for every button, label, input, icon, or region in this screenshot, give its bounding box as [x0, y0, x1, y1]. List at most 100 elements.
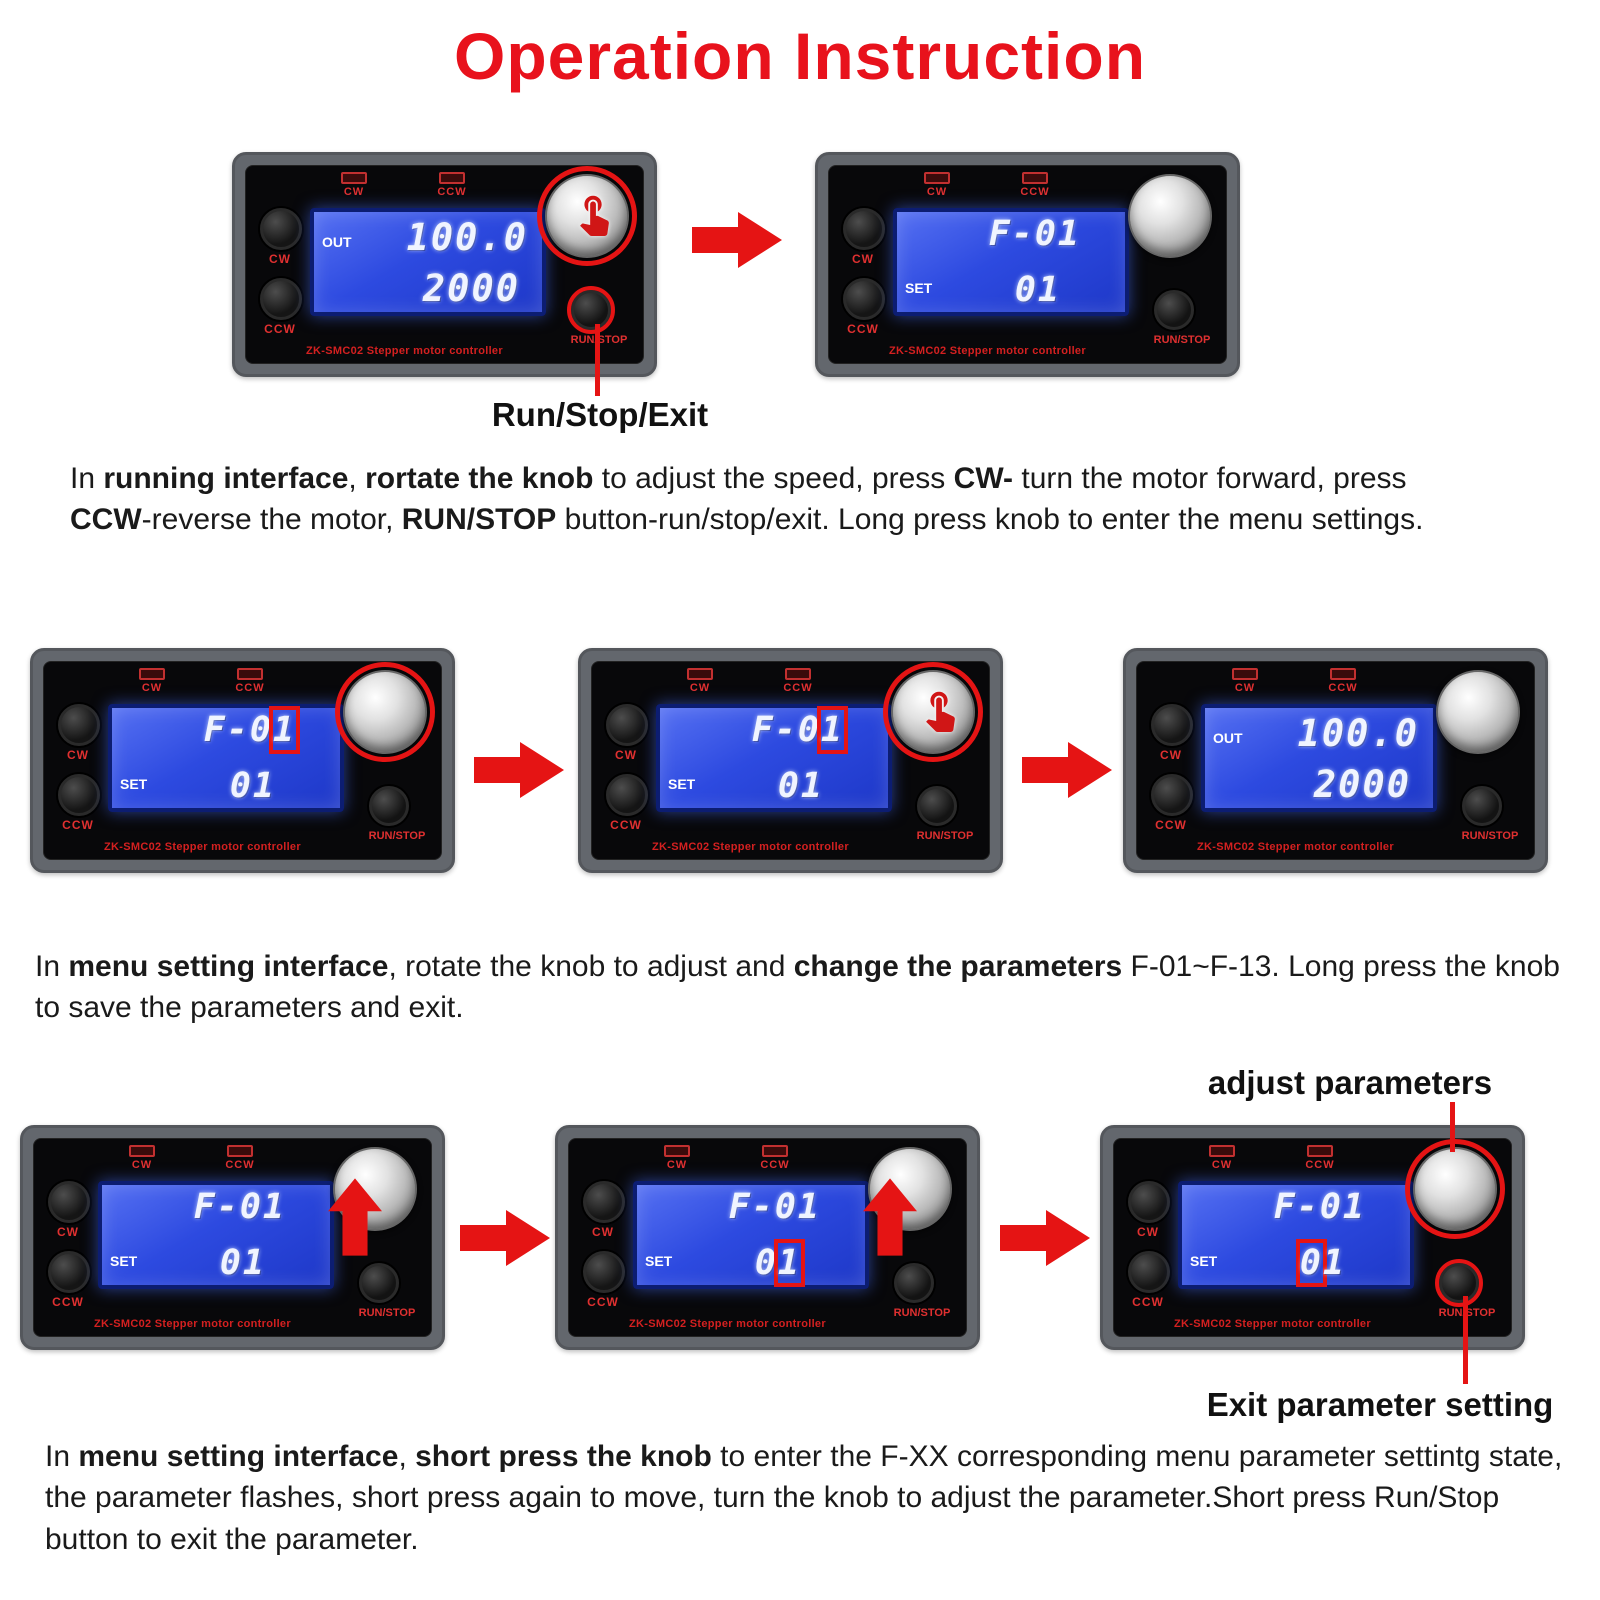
run-stop-button[interactable]: [1154, 290, 1194, 330]
lcd-menu-value: 01: [1300, 1243, 1346, 1283]
controller-panel: CW CCW CW CCW F-01 SET 01 RUN/STOP ZK-SM…: [591, 661, 990, 860]
controller-menu-6: CW CCW CW CCW F-01 SET 01 RUN/STOP ZK-SM…: [1100, 1125, 1525, 1350]
ccw-led-group: CCW: [1323, 668, 1363, 694]
lcd-menu-value: 01: [778, 766, 824, 806]
knob-highlight-ring: [537, 166, 637, 266]
lcd-display: F-01 SET 01: [893, 208, 1129, 316]
lcd-menu-code: F-01: [989, 214, 1081, 254]
cw-led-label: CW: [689, 682, 711, 694]
controller-menu-1: CW CCW CW CCW F-01 SET 01 RUN/STOP ZK-SM…: [815, 152, 1240, 377]
lcd-digit: 0: [219, 1243, 243, 1283]
cw-led-group: CW: [657, 1145, 697, 1171]
runstop-highlight-ring: [1435, 1259, 1483, 1307]
cw-button[interactable]: [606, 704, 648, 746]
cw-led-indicator: [664, 1145, 690, 1157]
lcd-menu-value: 01: [1015, 270, 1061, 310]
cw-button[interactable]: [48, 1181, 90, 1223]
ccw-led-group: CCW: [432, 172, 472, 198]
cw-button[interactable]: [1151, 704, 1193, 746]
lcd-digit: 1: [1342, 1187, 1366, 1227]
run-stop-label: RUN/STOP: [358, 1307, 416, 1319]
cw-led-label: CW: [1211, 1159, 1233, 1171]
brand-text: ZK-SMC02 Stepper motor controller: [1174, 1318, 1371, 1330]
run-stop-button[interactable]: [369, 786, 409, 826]
exit-parameter-setting-callout: Exit parameter setting: [1206, 1386, 1554, 1423]
cw-button-label: CW: [67, 748, 89, 762]
lcd-speed-value: 100.0: [406, 216, 528, 259]
press-hand-icon: [926, 691, 955, 732]
ccw-led-label: CCW: [225, 1159, 255, 1171]
ccw-button[interactable]: [260, 278, 302, 320]
run-stop-button[interactable]: [359, 1263, 399, 1303]
ccw-led-indicator: [785, 668, 811, 680]
cw-button[interactable]: [583, 1181, 625, 1223]
lcd-display: OUT 100.0 2000: [1201, 704, 1437, 812]
rotary-knob[interactable]: [1436, 670, 1520, 754]
cw-button[interactable]: [1128, 1181, 1170, 1223]
run-stop-label: RUN/STOP: [893, 1307, 951, 1319]
brand-text: ZK-SMC02 Stepper motor controller: [889, 345, 1086, 357]
controller-panel: CW CCW CW CCW OUT 100.0 2000 RUN/STOP ZK…: [1136, 661, 1535, 860]
knob-highlight-ring: [335, 662, 435, 762]
brand-text: ZK-SMC02 Stepper motor controller: [94, 1318, 291, 1330]
adjust-parameters-callout: adjust parameters: [1207, 1064, 1493, 1101]
lcd-display: F-01 SET 01: [1178, 1181, 1414, 1289]
ccw-led-indicator: [1307, 1145, 1333, 1157]
ccw-button[interactable]: [1128, 1251, 1170, 1293]
lcd-digit-highlighted: 1: [777, 1243, 801, 1283]
ccw-led-indicator: [762, 1145, 788, 1157]
run-stop-button[interactable]: [894, 1263, 934, 1303]
cw-button[interactable]: [843, 208, 885, 250]
cw-button[interactable]: [260, 208, 302, 250]
flow-arrow-icon: [474, 742, 564, 798]
ccw-led-group: CCW: [220, 1145, 260, 1171]
run-stop-button[interactable]: [1462, 786, 1502, 826]
cw-led-label: CW: [1234, 682, 1256, 694]
lcd-set-label: SET: [1190, 1253, 1218, 1269]
ccw-button[interactable]: [58, 774, 100, 816]
lcd-display: F-01 SET 01: [633, 1181, 869, 1289]
cw-button[interactable]: [58, 704, 100, 746]
cw-led-indicator: [341, 172, 367, 184]
lcd-menu-code: F-01: [729, 1187, 821, 1227]
lcd-menu-code: F-01: [752, 710, 844, 750]
page-title: Operation Instruction: [453, 19, 1147, 93]
lcd-menu-code: F-01: [194, 1187, 286, 1227]
cw-led-label: CW: [926, 186, 948, 198]
ccw-button-label: CCW: [264, 322, 296, 336]
flow-arrow-icon: [1022, 742, 1112, 798]
ccw-button[interactable]: [843, 278, 885, 320]
flow-arrow-icon: [460, 1210, 550, 1266]
lcd-pulse-value: 2000: [422, 267, 520, 310]
exit-parameter-callout-line: [1463, 1296, 1468, 1384]
ccw-led-indicator: [439, 172, 465, 184]
brand-text: ZK-SMC02 Stepper motor controller: [1197, 841, 1394, 853]
cw-led-indicator: [687, 668, 713, 680]
lcd-digit: 1: [242, 1243, 266, 1283]
lcd-digit: F-0: [988, 214, 1058, 254]
cw-led-label: CW: [666, 1159, 688, 1171]
ccw-button-label: CCW: [847, 322, 879, 336]
ccw-led-label: CCW: [783, 682, 813, 694]
controller-menu-4: CW CCW CW CCW F-01 SET 01 RUN/STOP ZK-SM…: [20, 1125, 445, 1350]
instruction-paragraph-2: In menu setting interface, rotate the kn…: [35, 950, 1560, 1025]
lcd-digit: F-0: [728, 1187, 798, 1227]
lcd-display: F-01 SET 01: [656, 704, 892, 812]
rotary-knob[interactable]: [1128, 174, 1212, 258]
lcd-set-label: SET: [905, 280, 933, 296]
ccw-button-label: CCW: [587, 1295, 619, 1309]
instruction-paragraph-3: In menu setting interface, short press t…: [45, 1440, 1563, 1556]
lcd-digit: 0: [1014, 270, 1038, 310]
cw-button-label: CW: [852, 252, 874, 266]
lcd-out-label: OUT: [1213, 730, 1243, 746]
cw-button-label: CW: [1137, 1225, 1159, 1239]
cw-led-group: CW: [334, 172, 374, 198]
ccw-button[interactable]: [583, 1251, 625, 1293]
ccw-button[interactable]: [48, 1251, 90, 1293]
ccw-button-label: CCW: [52, 1295, 84, 1309]
ccw-button[interactable]: [606, 774, 648, 816]
cw-led-indicator: [129, 1145, 155, 1157]
ccw-button[interactable]: [1151, 774, 1193, 816]
ccw-led-label: CCW: [1328, 682, 1358, 694]
run-stop-button[interactable]: [917, 786, 957, 826]
